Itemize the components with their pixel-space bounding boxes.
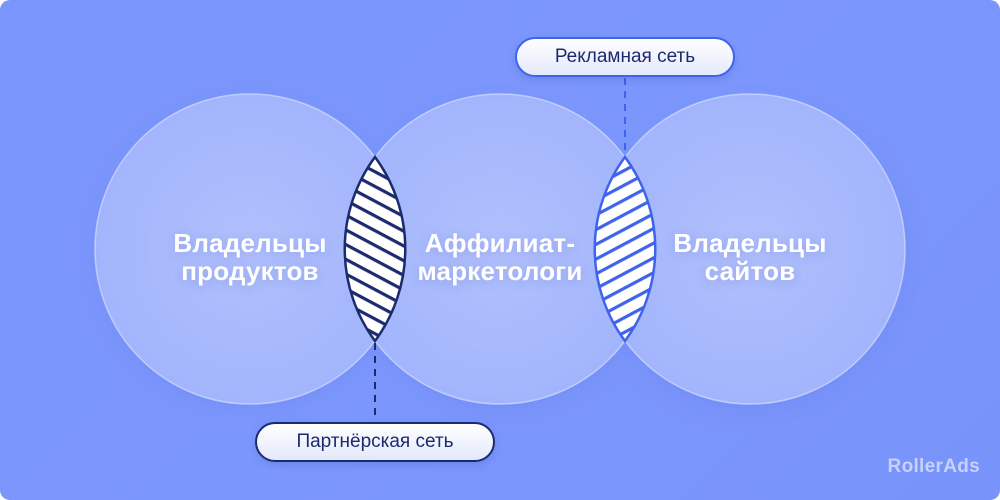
callout-label: Партнёрская сеть (296, 431, 454, 452)
callout-ad-network: Рекламная сеть (515, 37, 735, 77)
callout-affiliate-network: Партнёрская сеть (255, 422, 495, 462)
callout-label: Рекламная сеть (554, 46, 696, 67)
circle-label-site-owners: Владельцы сайтов (640, 229, 860, 285)
label-line: Владельцы (673, 228, 827, 258)
intersection-left-middle (343, 94, 407, 404)
brand-name: RollerAds (887, 456, 980, 477)
circle-label-affiliate-marketers: Аффилиат- маркетологи (390, 229, 610, 285)
label-line: сайтов (704, 256, 796, 286)
intersection-middle-right (593, 94, 657, 404)
label-line: продуктов (181, 256, 319, 286)
brand-logo: RollerAds (888, 456, 980, 478)
circle-label-product-owners: Владельцы продуктов (140, 229, 360, 285)
label-line: Аффилиат- (424, 228, 576, 258)
label-line: маркетологи (417, 256, 583, 286)
label-line: Владельцы (173, 228, 327, 258)
